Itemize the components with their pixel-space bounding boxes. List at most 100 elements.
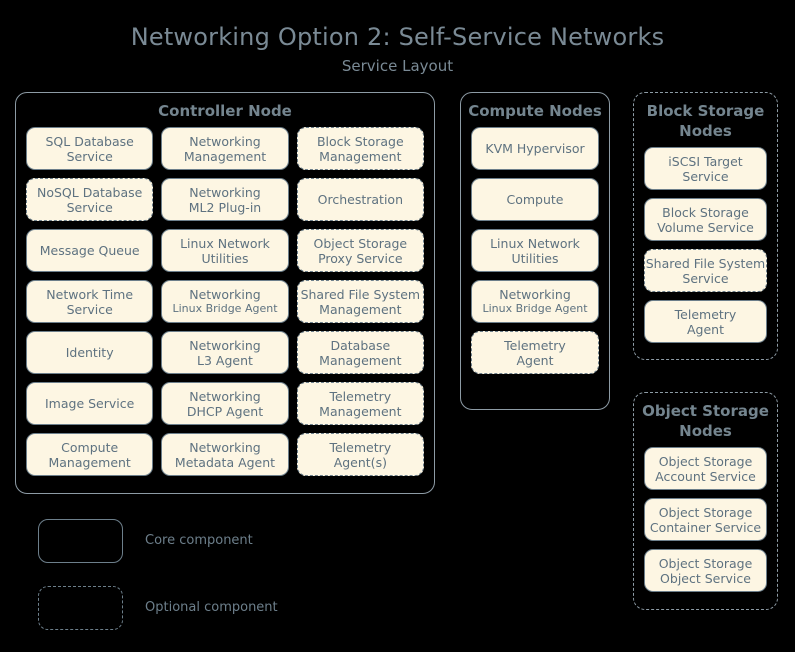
service-chip[interactable]: Identity [26,331,154,374]
legend-label-optional: Optional component [145,600,278,615]
service-chip-line2: Agent [687,321,724,337]
legend-label-core: Core component [145,533,253,548]
service-chip-line1: Networking [189,337,261,353]
service-chip-line2: Agent(s) [333,454,387,470]
block-storage-nodes-title: Block Storage Nodes [646,102,765,140]
service-chip-line1: Orchestration [317,192,403,207]
service-chip-line2: Management [319,403,402,419]
service-chip[interactable]: Compute [471,178,599,221]
page-title: Networking Option 2: Self-Service Networ… [130,23,665,51]
service-chip-line1: Telemetry [329,439,392,455]
service-chip-line2: Object Service [660,570,751,586]
service-chip-line1: Compute [61,439,119,455]
service-chip-line2: Linux Bridge Agent [482,302,588,315]
service-chip-line2: Utilities [511,250,559,266]
service-chip-line2: Service [66,199,113,215]
service-chip-line2: Management [319,352,402,368]
service-chip-line1: Message Queue [39,243,140,258]
service-chip-line2: L3 Agent [197,352,253,368]
service-chip-line2: Management [319,301,402,317]
service-chip-line2: Management [319,148,402,164]
service-chip[interactable]: Image Service [26,382,154,425]
service-chip[interactable]: Message Queue [26,229,154,272]
service-chip-line1: Telemetry [504,337,566,353]
service-chip-line1: Object Storage [658,453,753,469]
service-chip-line1: Shared File System [645,255,766,271]
service-chip-line1: Networking [189,388,261,404]
service-chip-line2: Service [66,148,113,164]
service-chip-line1: SQL Database [45,133,134,149]
service-chip-line1: Database [330,337,391,353]
compute-nodes-title: Compute Nodes [468,102,602,120]
service-chip-line1: Linux Network [490,235,580,251]
service-chip-line1: Object Storage [658,555,753,571]
page-subtitle: Service Layout [341,57,454,75]
service-chip-line1: Shared File System [300,286,421,302]
service-chip-line1: Block Storage [316,133,404,149]
service-chip-line1: iSCSI Target [668,153,743,169]
service-chip-line1: NoSQL Database [36,184,143,200]
legend-swatch-core [38,518,123,563]
service-chip-line1: Network Time [46,286,134,302]
legend: Core component Optional component [38,518,278,652]
service-chip-line1: Telemetry [674,306,737,322]
service-chip[interactable]: KVM Hypervisor [471,127,599,170]
legend-swatch-optional [38,585,123,630]
service-chip-line1: Networking [189,287,261,302]
service-chip-line1: Compute [506,192,564,207]
title-block: Networking Option 2: Self-Service Networ… [0,22,795,77]
service-chip-line1: Block Storage [662,204,749,220]
service-chip[interactable]: Orchestration [296,178,424,221]
service-chip-line1: Telemetry [329,388,392,404]
service-chip-line2: Proxy Service [318,250,403,266]
service-chip-line1: KVM Hypervisor [485,141,585,156]
service-chip-line1: Image Service [45,396,135,411]
legend-item-core: Core component [38,518,278,563]
service-chip-line2: ML2 Plug-in [188,199,262,215]
service-chip-line1: Networking [189,184,261,200]
service-chip-line1: Object Storage [313,235,408,251]
service-chip-line2: Container Service [649,519,762,535]
service-chip-line1: Linux Network [180,235,270,251]
service-chip-line2: DHCP Agent [186,403,264,419]
service-chip-line2: Service [66,301,113,317]
object-storage-nodes-title: Object Storage Nodes [642,402,769,440]
service-chip-line2: Linux Bridge Agent [172,302,278,315]
legend-item-optional: Optional component [38,585,278,630]
service-chip-line2: Service [682,168,729,184]
